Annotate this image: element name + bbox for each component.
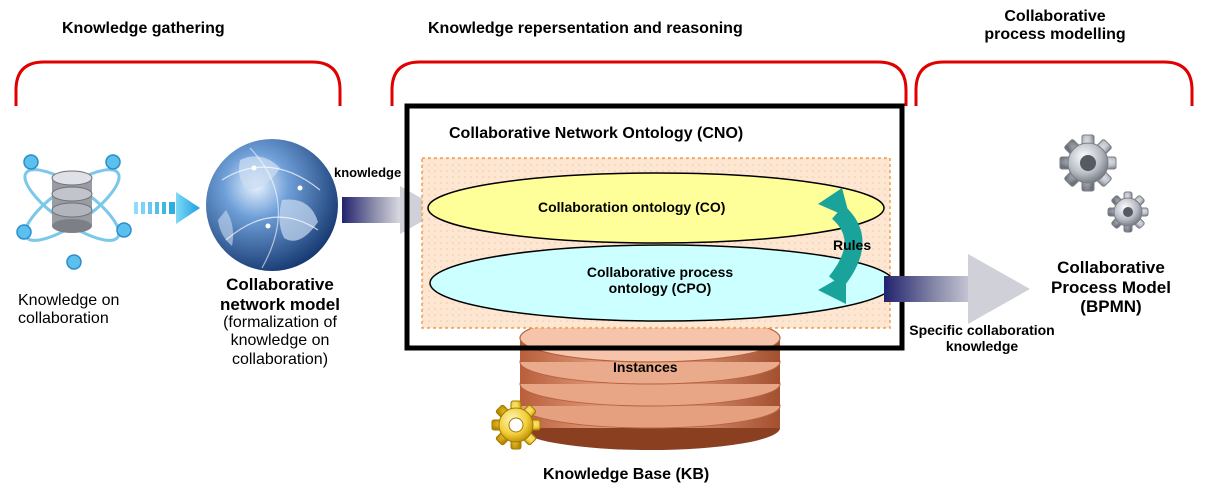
bracket-gathering [14, 60, 342, 106]
co-ellipse [427, 172, 885, 244]
bpmn-line3: (BPMN) [1080, 297, 1142, 317]
bpmn-line1: Collaborative [1057, 258, 1165, 277]
network-model-desc-line2: knowledge on [230, 332, 330, 350]
knowledge-base-stack [519, 313, 781, 450]
cpo-label-line2: ontology (CPO) [608, 280, 712, 297]
globe-icon [206, 139, 338, 271]
co-label: Collaboration ontology (CO) [538, 199, 726, 215]
bracket-representation [390, 60, 908, 106]
section-modelling-line1: Collaborative [1004, 8, 1106, 25]
rules-label: Rules [833, 237, 872, 253]
specific-knowledge-label: Specific collaboration knowledge [884, 322, 1080, 354]
cpo-label: Collaborative process ontology (CPO) [540, 264, 780, 296]
gathering-arrow [134, 192, 200, 224]
network-model-title-line2: network model [220, 294, 340, 314]
bracket-modelling [914, 60, 1194, 106]
gold-gear-icon [491, 400, 541, 450]
section-modelling-title: Collaborative process modelling [980, 8, 1130, 45]
specific-knowledge-line2: knowledge [945, 338, 1019, 355]
specific-knowledge-arrow [884, 254, 1030, 324]
rules-arrow [818, 188, 863, 304]
network-model-desc-line3: collaboration) [231, 350, 329, 368]
cno-title: Collaborative Network Ontology (CNO) [449, 125, 744, 142]
network-model-title-line1: Collaborative [226, 275, 334, 294]
gears-icon [1059, 134, 1149, 233]
knowledge-on-collaboration-label: Knowledge on collaboration [18, 292, 119, 329]
instances-label: Instances [613, 359, 678, 375]
section-modelling-line2: process modelling [984, 26, 1126, 44]
bpmn-line2: Process Model [1051, 277, 1171, 297]
cno-box [404, 103, 905, 351]
cpo-label-line1: Collaborative process [586, 264, 734, 280]
bpmn-label: Collaborative Process Model (BPMN) [1036, 258, 1186, 317]
specific-knowledge-line1: Specific collaboration [909, 322, 1055, 338]
network-model-label: Collaborative network model (formalizati… [200, 275, 360, 369]
network-model-desc-line1: (formalization of [223, 314, 337, 332]
knowledge-arrow [342, 186, 442, 234]
knowledge-on-line2: collaboration [18, 310, 109, 328]
section-gathering-title: Knowledge gathering [62, 20, 225, 37]
knowledge-arrow-label: knowledge [334, 165, 402, 180]
section-representation-title: Knowledge repersentation and reasoning [428, 20, 743, 37]
knowledge-on-line1: Knowledge on [18, 292, 120, 309]
database-network-icon [16, 154, 132, 270]
knowledge-base-title: Knowledge Base (KB) [543, 466, 710, 483]
